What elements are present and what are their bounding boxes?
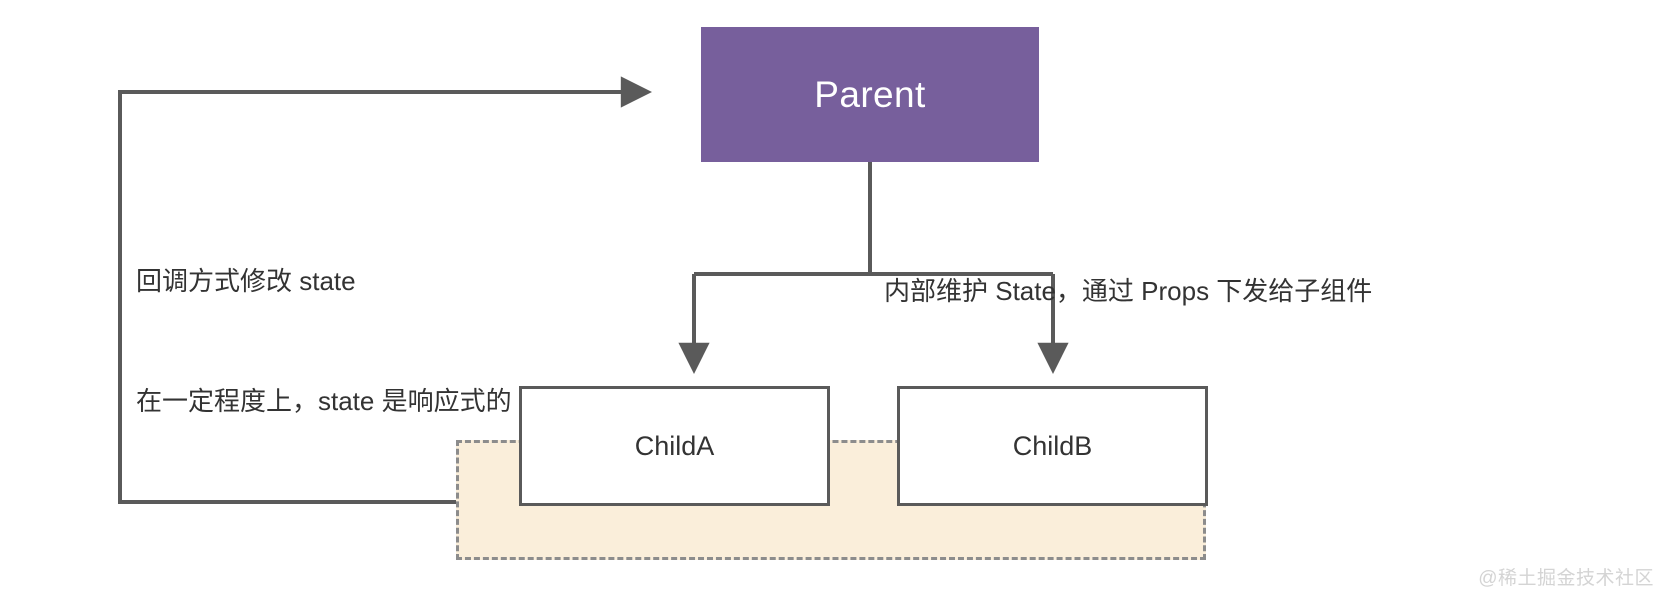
edge-parent-to-children (678, 162, 1069, 375)
node-childa[interactable]: ChildA (519, 386, 830, 506)
node-childa-label: ChildA (634, 430, 715, 461)
edge-label-props: 内部维护 State，通过 Props 下发给子组件 (884, 191, 1372, 391)
node-childb-label: ChildB (1012, 430, 1093, 461)
watermark: @稀土掘金技术社区 (1478, 568, 1654, 589)
edge-children-to-parent (118, 76, 653, 504)
edge-label-callback: 回调方式修改 state 在一定程度上，state 是响应式的 (136, 181, 512, 501)
arrow-to-parent (118, 76, 653, 504)
edge-label-callback-line-1: 回调方式修改 state (136, 266, 356, 296)
node-childb[interactable]: ChildB (897, 386, 1208, 506)
edge-label-callback-line-2: 在一定程度上，state 是响应式的 (136, 386, 512, 416)
edge-label-props-line-1: 内部维护 State，通过 Props 下发给子组件 (884, 276, 1373, 306)
node-parent-label: Parent (814, 73, 926, 115)
node-parent[interactable]: Parent (701, 27, 1039, 162)
